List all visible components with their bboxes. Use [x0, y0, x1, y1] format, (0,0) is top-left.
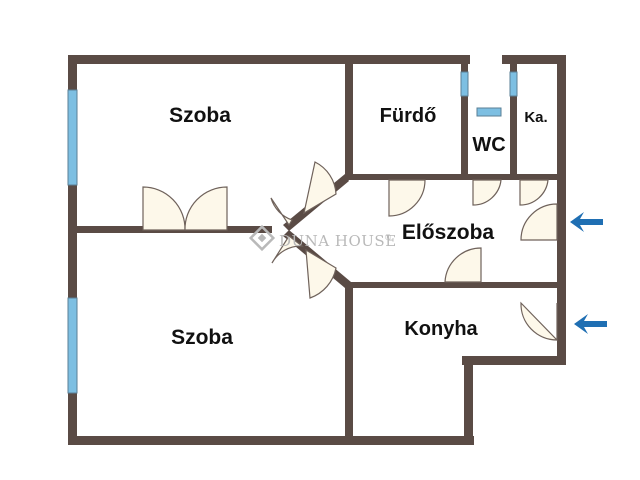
room-label-furdo: Fürdő [380, 105, 437, 127]
duna-house-logo-icon [248, 224, 276, 252]
door-hall-top-a [270, 197, 293, 227]
window-bath [460, 71, 469, 97]
window-left-bottom [67, 297, 78, 394]
wall-bath-wc [461, 64, 468, 177]
wall-notch-top [462, 356, 566, 365]
window-wc [476, 107, 502, 117]
wall-right-upper [557, 55, 566, 360]
entrance-arrow-icon [570, 212, 603, 232]
doors [142, 161, 558, 342]
wall-notch-side [464, 356, 473, 445]
door-hall-bottom-b [305, 248, 337, 299]
room-label-eloszoba: Előszoba [402, 221, 495, 244]
watermark-text: DUNA HOUSE [279, 232, 397, 250]
room-label-szoba-top: Szoba [169, 104, 231, 127]
door-rooms-right-leaf [184, 186, 228, 231]
door-hall-bottom-a [271, 235, 304, 264]
door-entrance [520, 203, 558, 241]
door-hall-top-b [303, 161, 337, 215]
window-ka [509, 71, 518, 97]
room-label-szoba-bottom: Szoba [171, 326, 233, 349]
wall-kitchen-left [345, 282, 353, 438]
wall-left [68, 55, 77, 445]
door-bath [388, 179, 426, 217]
wall-hall-bottom [345, 282, 557, 288]
door-ka [519, 179, 549, 206]
door-kitchen-side [520, 301, 558, 342]
window-left-top [67, 89, 78, 186]
room-label-kamra: Ka. [524, 109, 547, 126]
wall-bottom [68, 436, 474, 445]
room-label-konyha: Konyha [404, 318, 478, 340]
watermark-registered-mark: ® [384, 233, 393, 242]
wall-top-left [68, 55, 470, 64]
door-rooms-left-leaf [142, 186, 186, 231]
windows [67, 71, 518, 394]
door-kitchen [444, 247, 482, 283]
room-label-wc: WC [472, 134, 505, 156]
wall-top-right [502, 55, 566, 64]
door-wc [472, 179, 502, 206]
wall-hall-top [345, 174, 557, 180]
wall-wc-ka [510, 64, 517, 177]
wall-bath-left [345, 64, 353, 177]
entrance-arrow-icon [574, 314, 607, 334]
